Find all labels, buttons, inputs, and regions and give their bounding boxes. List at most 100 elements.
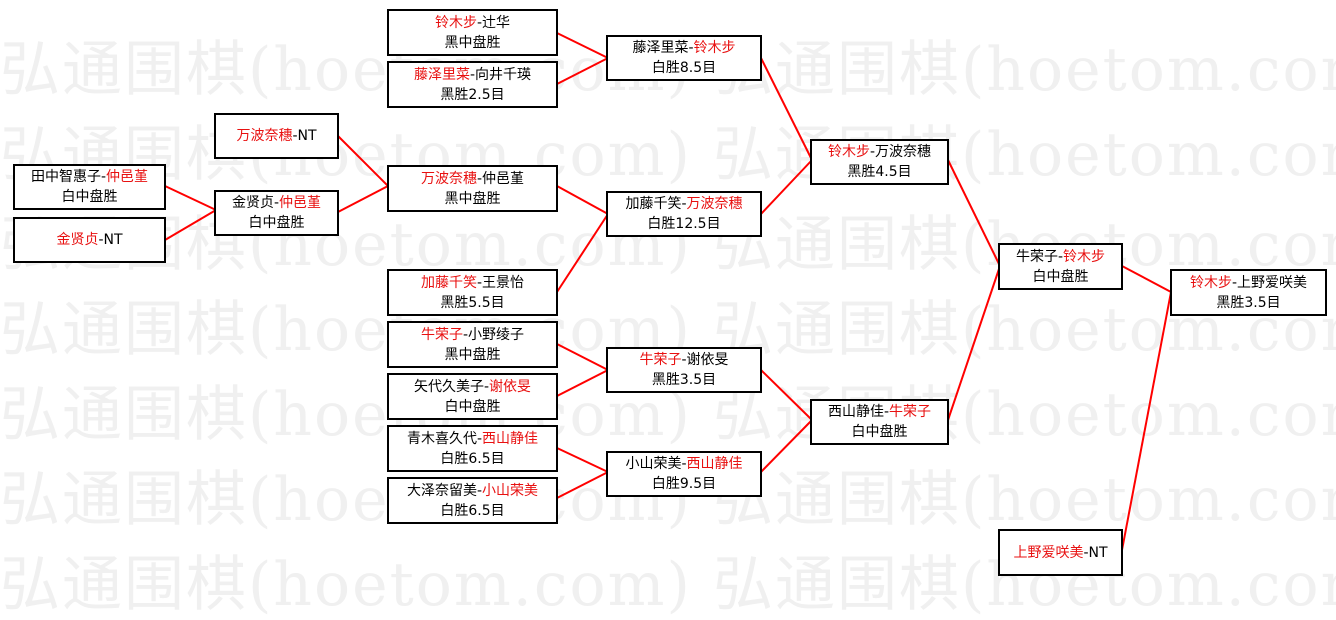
player-2: 万波奈穗 <box>875 144 932 160</box>
player-1: 小山荣美 <box>625 456 682 472</box>
match-box: 牛荣子-谢依旻 黑胜3.5目 <box>606 347 762 393</box>
match-players: 万波奈穗-NT <box>236 128 317 144</box>
bracket-connector <box>556 369 609 397</box>
player-2: 仲邑堇 <box>482 170 525 187</box>
bracket-connector <box>760 419 813 473</box>
bracket-connector <box>556 32 609 59</box>
match-box: 藤泽里菜-向井千瑛 黑胜2.5目 <box>387 61 558 108</box>
match-result: 白中盘胜 <box>444 398 501 415</box>
player-2: 仲邑堇 <box>106 169 149 185</box>
match-result: 白中盘胜 <box>61 189 118 205</box>
bracket-connector <box>556 471 609 499</box>
match-players: 藤泽里菜-铃木步 <box>632 40 736 56</box>
player-1: 上野爱咲美 <box>1013 544 1084 561</box>
player-1: 金贤贞 <box>56 232 99 248</box>
match-result: 白胜6.5目 <box>440 450 505 467</box>
player-2: 西山静佳 <box>686 456 743 472</box>
match-result: 黑胜4.5目 <box>847 164 912 180</box>
match-box: 加藤千笑-王景怡 黑胜5.5目 <box>387 269 558 316</box>
match-result: 白胜9.5目 <box>651 476 717 492</box>
match-players: 小山荣美-西山静佳 <box>625 456 743 472</box>
player-2: 铃木步 <box>1063 248 1106 265</box>
player-2: NT <box>103 232 123 248</box>
player-2: 向井千瑛 <box>475 66 532 83</box>
match-result: 黑胜5.5目 <box>440 294 505 311</box>
match-players: 铃木步-上野爱咲美 <box>1189 274 1308 291</box>
player-1: 铃木步 <box>1189 274 1232 291</box>
match-players: 西山静佳-牛荣子 <box>827 404 932 420</box>
bracket-connector <box>760 159 813 215</box>
match-players: 万波奈穗-仲邑堇 <box>420 170 525 187</box>
match-players: 上野爱咲美-NT <box>1013 544 1108 561</box>
bracket-connector <box>337 135 389 187</box>
match-box: 加藤千笑-万波奈穗 白胜12.5目 <box>606 191 762 237</box>
player-1: 西山静佳 <box>827 404 884 420</box>
player-1: 大泽奈留美 <box>406 482 477 499</box>
bracket-connector <box>947 265 1001 421</box>
player-1: 牛荣子 <box>420 326 463 343</box>
match-result: 白胜12.5目 <box>647 216 721 232</box>
bracket-connector <box>760 57 813 161</box>
match-box: 田中智惠子-仲邑堇 白中盘胜 <box>13 164 166 210</box>
bracket-connector <box>164 185 217 211</box>
player-1: 矢代久美子 <box>413 378 484 395</box>
match-box: 上野爱咲美-NT <box>998 529 1123 576</box>
player-2: NT <box>1088 544 1108 561</box>
match-result: 黑胜3.5目 <box>1216 294 1281 311</box>
player-1: 田中智惠子 <box>30 169 101 185</box>
match-players: 青木喜久代-西山静佳 <box>406 430 539 447</box>
match-players: 牛荣子-小野绫子 <box>420 326 525 343</box>
bracket-connector <box>1121 265 1172 293</box>
match-box: 西山静佳-牛荣子 白中盘胜 <box>810 399 949 445</box>
player-1: 加藤千笑 <box>625 196 682 212</box>
match-players: 田中智惠子-仲邑堇 <box>30 169 149 185</box>
player-1: 铃木步 <box>827 144 870 160</box>
player-1: 加藤千笑 <box>420 274 477 291</box>
player-1: 藤泽里菜 <box>413 66 470 83</box>
player-2: 谢依旻 <box>686 352 729 368</box>
match-players: 矢代久美子-谢依旻 <box>413 378 532 395</box>
match-result: 黑胜2.5目 <box>440 86 505 103</box>
player-2: 牛荣子 <box>889 404 932 420</box>
match-players: 加藤千笑-王景怡 <box>420 274 525 291</box>
player-1: 金贤贞 <box>231 195 274 211</box>
final-match-box: 铃木步-上野爱咲美 黑胜3.5目 <box>1170 269 1327 316</box>
match-result: 黑中盘胜 <box>444 34 501 51</box>
match-result: 黑中盘胜 <box>444 190 501 207</box>
match-box: 青木喜久代-西山静佳 白胜6.5目 <box>387 425 558 472</box>
bracket-stage: 弘通围棋(hoetom.com) 弘通围棋(hoetom.com) 弘通 弘通围… <box>0 9 1336 615</box>
bracket-connector <box>337 185 389 213</box>
player-2: 万波奈穗 <box>686 196 743 212</box>
player-2: 谢依旻 <box>489 378 532 395</box>
player-1: 牛荣子 <box>1015 248 1058 265</box>
bracket-connector <box>556 185 609 215</box>
match-players: 加藤千笑-万波奈穗 <box>625 196 743 212</box>
match-result: 白中盘胜 <box>851 424 908 440</box>
player-1: 铃木步 <box>434 14 477 31</box>
player-2: 西山静佳 <box>482 430 539 447</box>
match-players: 藤泽里菜-向井千瑛 <box>413 66 532 83</box>
player-2: 铃木步 <box>693 40 736 56</box>
match-box: 铃木步-万波奈穗 黑胜4.5目 <box>810 139 949 185</box>
match-result: 白中盘胜 <box>248 215 305 231</box>
match-result: 白胜6.5目 <box>440 502 505 519</box>
match-box: 金贤贞-仲邑堇 白中盘胜 <box>214 190 339 236</box>
match-box: 小山荣美-西山静佳 白胜9.5目 <box>606 451 762 497</box>
bracket-connector <box>556 213 609 293</box>
bracket-connector <box>947 159 1001 267</box>
player-2: 上野爱咲美 <box>1237 274 1308 291</box>
match-players: 铃木步-辻华 <box>434 14 511 31</box>
match-box: 铃木步-辻华 黑中盘胜 <box>387 9 558 56</box>
bracket-connector <box>556 57 609 85</box>
player-2: 辻华 <box>482 14 511 31</box>
match-box: 牛荣子-铃木步 白中盘胜 <box>998 243 1123 290</box>
match-box: 矢代久美子-谢依旻 白中盘胜 <box>387 373 558 420</box>
match-result: 白胜8.5目 <box>651 60 717 76</box>
player-2: 小山荣美 <box>482 482 539 499</box>
bracket-connector <box>164 209 217 241</box>
match-box: 万波奈穗-仲邑堇 黑中盘胜 <box>387 165 558 212</box>
player-2: 仲邑堇 <box>279 195 322 211</box>
player-1: 万波奈穗 <box>420 170 477 187</box>
bracket-lines <box>164 32 1172 551</box>
player-1: 万波奈穗 <box>236 128 293 144</box>
